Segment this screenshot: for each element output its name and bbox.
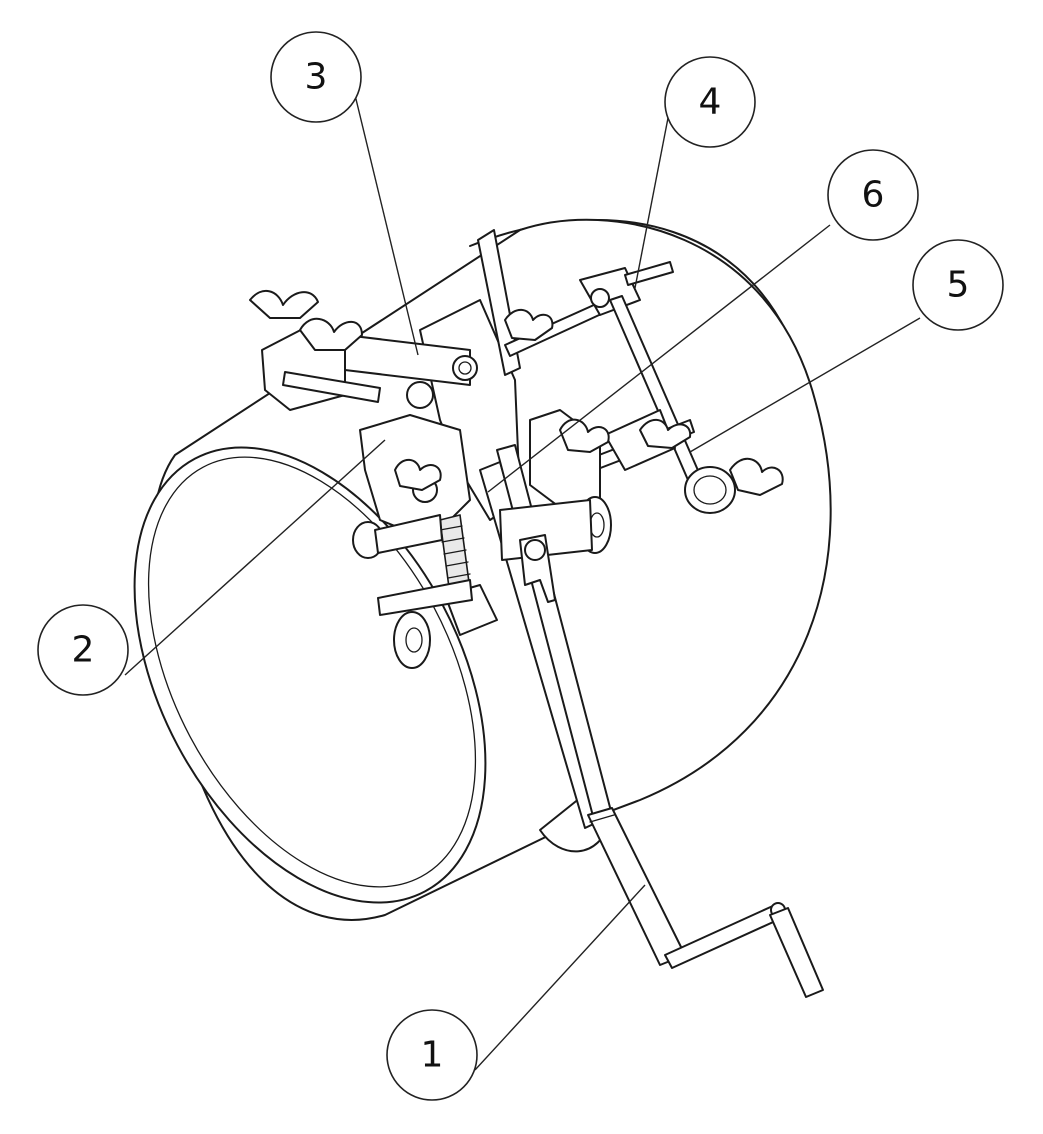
torch-ring <box>684 466 736 514</box>
handle-grip-ring <box>589 814 615 823</box>
callout-6-circle <box>827 149 919 241</box>
roller-wheel-left <box>393 611 431 669</box>
crank-handle <box>587 807 824 998</box>
callout-3-circle <box>270 31 362 123</box>
callout-3-label: 3 <box>305 57 328 98</box>
callout-1-label: 1 <box>421 1035 444 1076</box>
crank-arm <box>664 904 783 969</box>
callout-4-label: 4 <box>699 82 722 123</box>
callout-1: 1 <box>386 1009 478 1101</box>
leader-line-2 <box>124 439 386 676</box>
wing-nut-top-middle <box>299 318 363 351</box>
leader-line-4 <box>634 117 669 289</box>
crank-knob <box>769 907 824 998</box>
lower-clamp-assembly <box>559 409 784 514</box>
torch-holder-bore-inner <box>458 361 472 375</box>
torch-ring-inner <box>693 475 727 505</box>
roller-axle-lower <box>377 579 473 616</box>
feed-mechanism <box>352 414 498 669</box>
callout-4: 4 <box>664 56 756 148</box>
callout-2: 2 <box>37 604 129 696</box>
wing-nut-ring <box>729 458 784 496</box>
wing-nut-upright <box>504 308 554 341</box>
upright-blade <box>477 229 521 376</box>
callout-6: 6 <box>827 149 919 241</box>
wing-nut-lower-clamp <box>639 418 692 449</box>
callout-4-circle <box>664 56 756 148</box>
roller-wheel-left-hub <box>405 627 423 653</box>
leader-lines <box>124 94 921 1071</box>
callout-2-circle <box>37 604 129 696</box>
leader-line-3 <box>354 94 419 356</box>
lower-bolt-head <box>524 539 546 561</box>
callout-5-label: 5 <box>947 265 970 306</box>
roller-axle-left <box>374 514 443 554</box>
leader-line-1 <box>474 884 646 1071</box>
handle-grip <box>587 807 686 966</box>
feed-spring-coils <box>439 525 471 579</box>
callout-2-label: 2 <box>72 630 95 671</box>
leader-line-6 <box>487 224 831 493</box>
wing-nut-top-left <box>249 290 319 319</box>
upper-clamp-knob <box>590 288 610 308</box>
callout-5-circle <box>912 239 1004 331</box>
leader-line-5 <box>689 317 921 453</box>
wing-nut-feed <box>394 458 442 491</box>
wing-nut-clamp-6 <box>559 418 610 453</box>
torch-holder-bore-1 <box>406 381 434 409</box>
callout-6-label: 6 <box>862 175 885 216</box>
clamp-mechanism <box>499 409 612 603</box>
torch-holder-bore-2 <box>452 355 478 381</box>
callout-5: 5 <box>912 239 1004 331</box>
callout-1-circle <box>386 1009 478 1101</box>
callout-3: 3 <box>270 31 362 123</box>
torch-clamp-rod <box>282 371 381 403</box>
torch-holder <box>249 290 478 411</box>
